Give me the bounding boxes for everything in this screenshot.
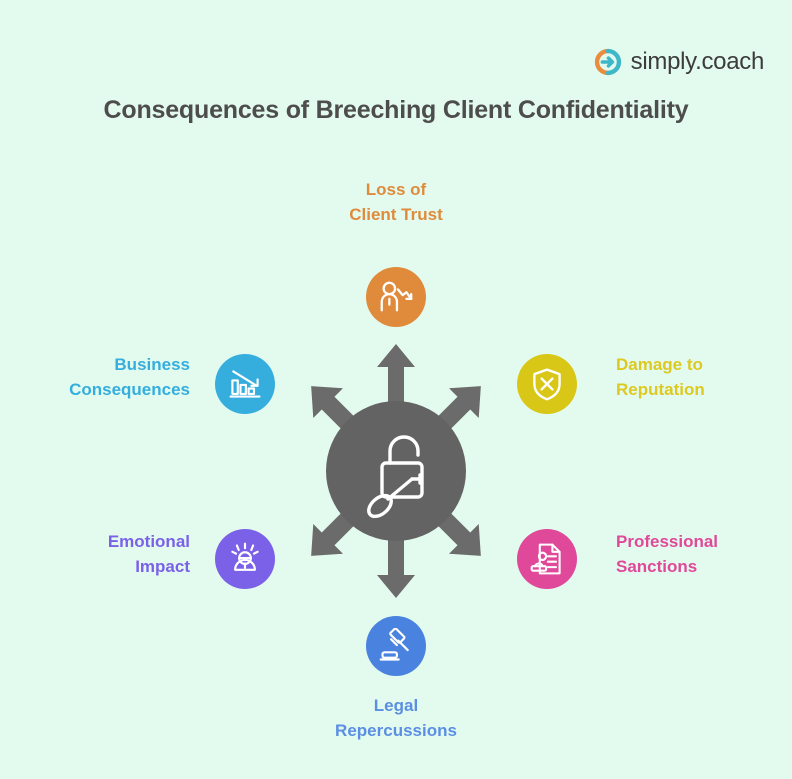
page-title: Consequences of Breeching Client Confide… (103, 96, 689, 124)
brand-name: simply.coach (630, 48, 765, 75)
circular-arrow-logo-icon (594, 48, 621, 76)
open-padlock-with-key-icon (367, 435, 424, 519)
node-icon-business-consequences[interactable] (215, 354, 275, 414)
gavel-icon (379, 628, 409, 661)
hub-circle (326, 401, 466, 541)
node-icon-professional-sanctions[interactable] (517, 529, 577, 589)
document-with-stamp-icon (530, 543, 561, 575)
person-with-down-arrow-icon (380, 281, 413, 312)
node-label-legal-repercussions: Legal Repercussions (335, 696, 457, 740)
declining-bar-chart-icon (229, 370, 261, 398)
node-label-business-consequences: Business Consequences (69, 355, 190, 399)
brand-logo: simply.coach (594, 48, 764, 76)
node-icon-legal-repercussions[interactable] (366, 616, 426, 676)
node-label-damage-to-reputation: Damage to Reputation (616, 355, 705, 399)
shield-with-x-icon (533, 368, 561, 401)
stressed-person-icon (231, 542, 259, 571)
node-icon-loss-of-client-trust[interactable] (366, 267, 426, 327)
node-icon-emotional-impact[interactable] (215, 529, 275, 589)
hub-arrows-and-circle (311, 344, 481, 598)
node-label-emotional-impact: Emotional Impact (107, 532, 190, 576)
node-icon-damage-to-reputation[interactable] (517, 354, 577, 414)
node-label-professional-sanctions: Professional Sanctions (616, 532, 719, 576)
node-label-loss-of-client-trust: Loss of Client Trust (349, 180, 443, 224)
